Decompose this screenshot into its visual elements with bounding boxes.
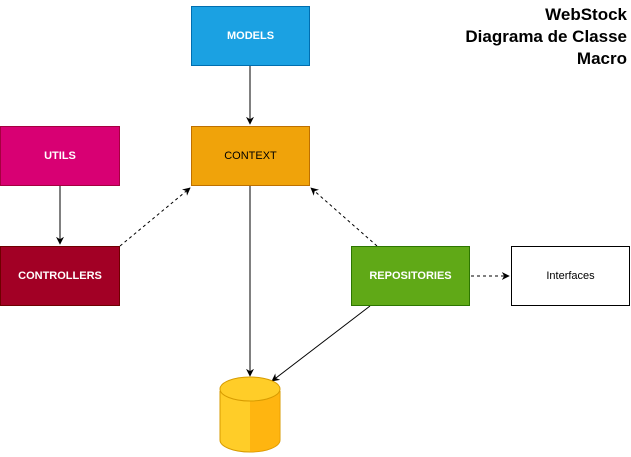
node-interfaces-label: Interfaces [546, 270, 595, 282]
node-interfaces[interactable]: Interfaces [511, 246, 630, 306]
title-line-3: Macro [576, 49, 627, 68]
edge-controllers-context [119, 187, 191, 247]
node-repositories-label: REPOSITORIES [369, 270, 452, 282]
database-icon [219, 376, 281, 453]
diagram-title: WebStock Diagrama de Classe Macro [465, 4, 627, 70]
node-context[interactable]: CONTEXT [191, 126, 310, 186]
node-controllers-label: CONTROLLERS [18, 270, 102, 282]
title-line-1: WebStock [545, 5, 627, 24]
node-models-label: MODELS [226, 30, 275, 42]
title-line-2: Diagrama de Classe [465, 27, 627, 46]
node-models[interactable]: MODELS [191, 6, 310, 66]
node-repositories[interactable]: REPOSITORIES [351, 246, 470, 306]
edge-repositories-context [310, 187, 378, 247]
node-utils-label: UTILS [44, 150, 76, 162]
node-controllers[interactable]: CONTROLLERS [0, 246, 120, 306]
node-utils[interactable]: UTILS [0, 126, 120, 186]
node-context-label: CONTEXT [224, 150, 277, 162]
edge-repositories-database [271, 305, 371, 382]
